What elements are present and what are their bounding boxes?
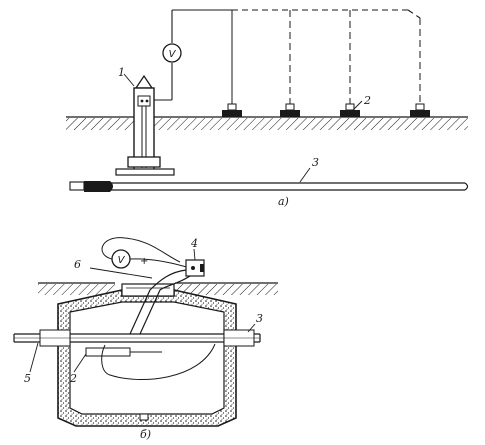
- voltmeter-b: V +: [101, 237, 191, 269]
- surface-electrodes: [222, 10, 430, 117]
- pipeline-a: [69, 181, 469, 192]
- callouts-a: 1 2 3 а): [118, 66, 371, 208]
- ground-surface-a: [66, 116, 468, 130]
- voltmeter-b-symbol: V: [118, 255, 126, 266]
- test-box: [185, 259, 205, 277]
- callout-b-3: 3: [256, 312, 263, 325]
- electrode-1: [222, 10, 242, 117]
- diagram-a: V: [66, 9, 469, 208]
- plus-sign: +: [140, 256, 148, 267]
- callout-b-4: 4: [190, 237, 198, 250]
- callout-b-5: 5: [24, 372, 31, 385]
- callouts-b: 4 6 3 5 2 б): [24, 237, 263, 441]
- callout-a-3: 3: [312, 156, 319, 169]
- control-terminal: [115, 74, 175, 176]
- caption-a: а): [278, 195, 289, 208]
- electrode-4: [410, 18, 430, 117]
- pipeline-b: [13, 329, 261, 357]
- callout-b-2: 2: [69, 372, 77, 385]
- callout-a-1: 1: [118, 66, 125, 79]
- concrete-chamber: [57, 283, 237, 427]
- electrode-3: [340, 10, 360, 117]
- callout-b-6: 6: [74, 258, 81, 271]
- voltmeter-a-symbol: V: [169, 49, 177, 60]
- chamber-wires: [89, 267, 216, 380]
- caption-b: б): [140, 428, 151, 441]
- measurement-wires: [150, 9, 421, 101]
- ground-surface-b: [38, 282, 278, 295]
- voltmeter-a: V: [162, 43, 182, 63]
- electrode-2: [280, 10, 300, 117]
- callout-a-2: 2: [363, 94, 371, 107]
- diagram-b: V + 4 6 3 5 2 б): [13, 237, 278, 441]
